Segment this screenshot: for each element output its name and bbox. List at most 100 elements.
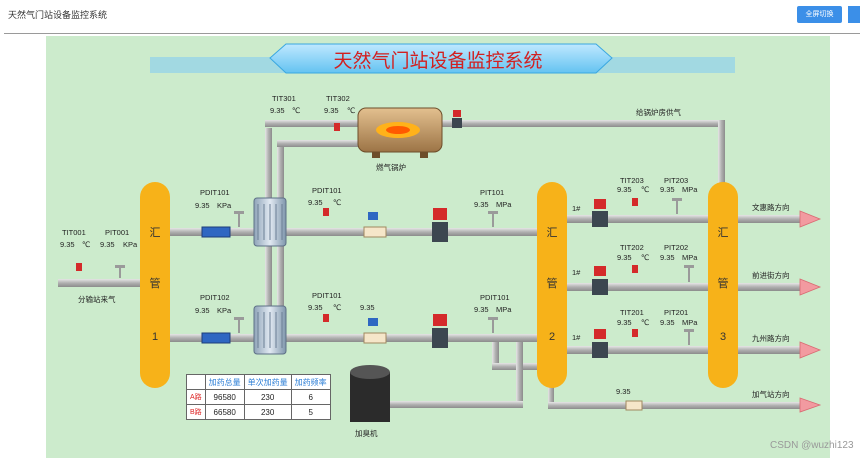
pit101-value: 9.35 bbox=[474, 200, 489, 209]
divider bbox=[4, 33, 860, 34]
tit203-unit: ℃ bbox=[641, 185, 649, 194]
flowmeter-top[interactable] bbox=[363, 212, 387, 238]
row-total: 66580 bbox=[204, 404, 245, 420]
header-1-char2: 管 bbox=[150, 276, 161, 290]
fullscreen-button[interactable]: 全屏切换 bbox=[797, 6, 842, 23]
row-total: 96580 bbox=[204, 389, 245, 405]
app-title: 天然气门站设备监控系统 bbox=[8, 10, 108, 20]
row-name: B路 bbox=[186, 404, 206, 420]
extra-button[interactable] bbox=[848, 6, 860, 23]
hash-label-1: 1# bbox=[572, 204, 581, 213]
pdit102-unit: KPa bbox=[217, 306, 232, 315]
boiler[interactable] bbox=[357, 107, 443, 158]
pdit102-tag: PDIT102 bbox=[200, 293, 230, 302]
table-row: A路 96580 230 6 bbox=[186, 389, 331, 405]
table-header-row: 加药总量 单次加药量 加药频率 bbox=[186, 374, 331, 390]
pit203-unit: MPa bbox=[682, 185, 698, 194]
tit302-tag: TIT302 bbox=[326, 94, 350, 103]
filter-top[interactable] bbox=[253, 197, 287, 247]
outlet-arrows bbox=[799, 210, 822, 413]
pipes bbox=[58, 120, 802, 409]
pit203-tag: PIT203 bbox=[664, 176, 688, 185]
tit001-value: 9.35 bbox=[60, 240, 75, 249]
tit201-unit: ℃ bbox=[641, 318, 649, 327]
pdit101a-unit: KPa bbox=[217, 201, 232, 210]
source-label: 分输站来气 bbox=[78, 294, 116, 304]
row-single: 230 bbox=[243, 389, 292, 405]
header-2-char2: 管 bbox=[547, 276, 558, 290]
table-header-cell: 加药频率 bbox=[290, 374, 331, 390]
header-1[interactable] bbox=[140, 182, 170, 388]
odorizer-label: 加臭机 bbox=[355, 428, 378, 438]
row-name: A路 bbox=[186, 389, 206, 405]
header-2-char1: 汇 bbox=[547, 226, 558, 239]
tit202-value: 9.35 bbox=[617, 253, 632, 262]
hash-label-3: 1# bbox=[572, 333, 581, 342]
pressure-gauges bbox=[115, 198, 694, 345]
pdit101a-value: 9.35 bbox=[195, 201, 210, 210]
gas-value: 9.35 bbox=[616, 387, 631, 396]
valve-out-3[interactable] bbox=[592, 329, 608, 358]
header-3[interactable] bbox=[708, 182, 738, 388]
tit301-tag: TIT301 bbox=[272, 94, 296, 103]
pit001-unit: KPa bbox=[123, 240, 138, 249]
header-1-char3: 1 bbox=[152, 331, 158, 343]
row-freq: 6 bbox=[290, 389, 331, 405]
pit001-tag: PIT001 bbox=[105, 228, 129, 237]
tit301-unit: ℃ bbox=[292, 106, 300, 115]
heater-bottom[interactable] bbox=[201, 332, 231, 344]
pit202-unit: MPa bbox=[682, 253, 698, 262]
table-header-cell: 加药总量 bbox=[204, 374, 245, 390]
pit201-value: 9.35 bbox=[660, 318, 675, 327]
pdit101d-value: 9.35 bbox=[474, 305, 489, 314]
tit302-value: 9.35 bbox=[324, 106, 339, 115]
table-header-cell bbox=[186, 374, 206, 390]
header-3-char2: 管 bbox=[718, 276, 729, 290]
pdit101c-value: 9.35 bbox=[308, 303, 323, 312]
boiler-label: 燃气锅炉 bbox=[376, 162, 406, 172]
watermark: CSDN @wuzhi123 bbox=[770, 440, 854, 451]
tit202-tag: TIT202 bbox=[620, 243, 644, 252]
pdit101b-tag: PDIT101 bbox=[312, 186, 342, 195]
tit302-unit: ℃ bbox=[347, 106, 355, 115]
pdit101b-unit: ℃ bbox=[333, 198, 341, 207]
odorizer-tank[interactable] bbox=[350, 365, 390, 422]
jiuzhou-label: 九州路方向 bbox=[752, 333, 790, 343]
header-3-char1: 汇 bbox=[718, 226, 729, 239]
header-3-char3: 3 bbox=[720, 331, 726, 343]
scada-canvas: 天然气门站设备监控系统 bbox=[46, 36, 830, 458]
table-row: B路 66580 230 5 bbox=[186, 404, 331, 420]
pit203-value: 9.35 bbox=[660, 185, 675, 194]
hash-label-2: 1# bbox=[572, 268, 581, 277]
heater-top[interactable] bbox=[201, 226, 231, 238]
pdit101c-tag: PDIT101 bbox=[312, 291, 342, 300]
header-2-char3: 2 bbox=[549, 331, 555, 343]
tit203-value: 9.35 bbox=[617, 185, 632, 194]
filter-bottom[interactable] bbox=[253, 305, 287, 355]
valve-out-2[interactable] bbox=[592, 266, 608, 295]
tit001-unit: ℃ bbox=[82, 240, 90, 249]
header-2[interactable] bbox=[537, 182, 567, 388]
valve-boiler[interactable] bbox=[452, 110, 462, 128]
temp-sensors bbox=[76, 123, 638, 337]
flow-value: 9.35 bbox=[360, 303, 375, 312]
header-1-char1: 汇 bbox=[150, 226, 161, 239]
valve-main-top[interactable] bbox=[432, 208, 448, 242]
banner-title: 天然气门站设备监控系统 bbox=[333, 50, 542, 72]
pit202-value: 9.35 bbox=[660, 253, 675, 262]
pdit101d-tag: PDIT101 bbox=[480, 293, 510, 302]
pit202-tag: PIT202 bbox=[664, 243, 688, 252]
pdit101d-unit: MPa bbox=[496, 305, 512, 314]
pit101-tag: PIT101 bbox=[480, 188, 504, 197]
pdit102-value: 9.35 bbox=[195, 306, 210, 315]
top-bar: 天然气门站设备监控系统 全屏切换 bbox=[0, 0, 860, 30]
pdit101a-tag: PDIT101 bbox=[200, 188, 230, 197]
valve-main-bottom[interactable] bbox=[432, 314, 448, 348]
tit203-tag: TIT203 bbox=[620, 176, 644, 185]
flowmeter-gasstation[interactable] bbox=[625, 400, 643, 411]
pit101-unit: MPa bbox=[496, 200, 512, 209]
pdit101c-unit: ℃ bbox=[333, 303, 341, 312]
valve-out-1[interactable] bbox=[592, 199, 608, 227]
boiler-supply-label: 给锅炉房供气 bbox=[636, 107, 681, 117]
flowmeter-bottom[interactable] bbox=[363, 318, 387, 344]
